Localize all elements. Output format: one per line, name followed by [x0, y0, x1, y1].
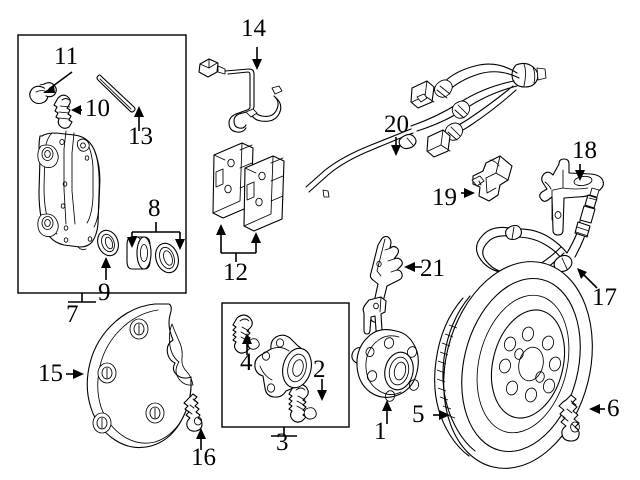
rotor-bolt-holes [498, 326, 562, 403]
leader-19 [461, 188, 475, 198]
leader-12 [216, 224, 261, 262]
leader-20 [391, 137, 401, 156]
caliper-piston-seal-part [155, 242, 179, 274]
brake-caliper-body [37, 130, 101, 251]
wiring-harness-part [305, 62, 547, 198]
wheel-hub-part [351, 329, 420, 402]
callout-label-15: 15 [38, 360, 63, 387]
leader-9 [101, 257, 111, 280]
callout-label-8: 8 [148, 195, 161, 222]
leader-1 [382, 400, 392, 424]
splash-shield-hole-2 [97, 362, 117, 384]
leader-6 [589, 404, 605, 414]
splash-shield-bolt-part [183, 393, 203, 432]
hub-bearing-assembly-part [254, 334, 312, 398]
piston-dust-seal-part [97, 229, 119, 257]
callout-label-14: 14 [241, 15, 266, 42]
leader-21 [404, 262, 422, 272]
leader-18 [575, 164, 585, 181]
callout-label-3: 3 [276, 429, 289, 456]
brake-rotor-disc-part [434, 261, 593, 469]
wheel-speed-sensor-part [471, 155, 513, 202]
callout-label-7: 7 [66, 301, 79, 328]
splash-shield-hole-1 [129, 318, 149, 340]
brake-hose-bracket-part [539, 158, 604, 236]
callout-label-5: 5 [412, 401, 425, 428]
leader-2 [317, 379, 327, 401]
leader-11 [43, 71, 73, 93]
callout-label-4: 4 [240, 349, 253, 376]
callout-label-2: 2 [313, 356, 326, 383]
brake-pad-set-part [212, 142, 285, 232]
leader-13 [134, 106, 144, 131]
callout-label-19: 19 [432, 184, 457, 211]
leader-10 [71, 105, 82, 115]
callout-label-20: 20 [384, 111, 409, 138]
caliper-group-box [17, 34, 187, 303]
callout-label-18: 18 [572, 137, 597, 164]
callout-label-17: 17 [592, 284, 617, 311]
leader-8 [127, 222, 185, 250]
rotor-retaining-screw-part [558, 394, 580, 442]
leader-16 [196, 428, 206, 450]
bleeder-cap-part [29, 82, 57, 105]
leader-4 [242, 333, 252, 355]
leader-5 [433, 410, 450, 420]
callout-label-16: 16 [191, 444, 216, 471]
leader-14 [252, 47, 262, 70]
callout-label-11: 11 [54, 43, 79, 70]
callout-label-10: 10 [85, 95, 110, 122]
callout-label-6: 6 [607, 395, 620, 422]
leader-15 [66, 369, 84, 379]
hub-assembly-group-box [221, 302, 350, 437]
callout-label-13: 13 [128, 123, 153, 150]
callout-label-12: 12 [223, 259, 248, 286]
brake-splash-shield-part [86, 303, 194, 449]
hub-bolt-upper-part [232, 314, 260, 354]
caliper-guide-pin-part [96, 74, 136, 113]
bleeder-screw-part [53, 94, 73, 129]
callout-label-9: 9 [98, 279, 111, 306]
splash-shield-hole-3 [92, 412, 112, 434]
callout-label-21: 21 [420, 255, 445, 282]
leader-17 [577, 268, 598, 289]
abs-speed-sensor-cable-part [198, 58, 283, 133]
callout-label-1: 1 [374, 418, 387, 445]
splash-shield-hole-4 [145, 402, 165, 424]
hub-bolt-lower-part [288, 383, 317, 423]
brake-pad-retaining-spring-part [362, 235, 403, 335]
